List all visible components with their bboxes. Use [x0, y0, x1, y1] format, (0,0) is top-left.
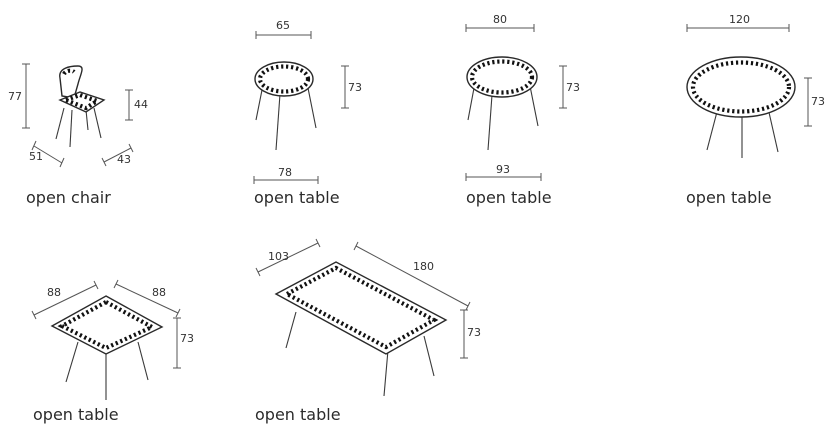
table5-width-dimension: 103 [255, 238, 321, 277]
product-label-open-table-1: open table [254, 188, 340, 207]
dim-table3-height: 73 [811, 95, 825, 108]
dim-table1-width: 65 [276, 19, 290, 32]
chair-height-dimension: 77 [8, 63, 30, 129]
table3-width-dimension: 120 [686, 13, 790, 32]
table-leg [65, 341, 79, 383]
dim-table5-width: 103 [268, 250, 289, 263]
dim-chair-height: 77 [8, 90, 22, 103]
product-label-open-chair: open chair [26, 188, 111, 207]
table2-width-dimension: 80 [465, 13, 535, 32]
table-top [274, 261, 448, 355]
chair-seat-height-dimension: 44 [125, 89, 148, 121]
chair-depth-dimension: 43 [101, 143, 134, 167]
table2-base-dimension: 93 [465, 163, 542, 181]
dim-chair-seat-height: 44 [134, 98, 148, 111]
table4-height-dimension: 73 [173, 317, 194, 369]
table3-height-dimension: 73 [804, 77, 825, 127]
table-leg [706, 107, 719, 151]
table-top [686, 56, 796, 118]
table-leg [383, 349, 389, 397]
table-leg [285, 311, 297, 349]
table-leg [255, 89, 263, 121]
table-leg [767, 107, 779, 153]
dim-table1-height: 73 [348, 81, 362, 94]
chair-backrest-pattern [62, 68, 76, 76]
table-top [466, 56, 538, 98]
round-table-medium-drawing [466, 56, 539, 151]
table-top-pattern [282, 265, 439, 350]
square-table-drawing [50, 295, 164, 400]
table4-width-dimension: 88 [31, 280, 99, 320]
table-top-pattern [257, 64, 311, 94]
table-leg [487, 94, 493, 151]
dim-table2-base: 93 [496, 163, 510, 176]
table1-height-dimension: 73 [341, 65, 362, 109]
dim-table2-width: 80 [493, 13, 507, 26]
round-table-small-drawing [254, 61, 317, 151]
chair-leg [69, 109, 73, 148]
round-table-large-drawing [686, 56, 796, 158]
dim-table2-height: 73 [566, 81, 580, 94]
dim-table4-depth: 88 [152, 286, 166, 299]
table-top-pattern [690, 60, 792, 114]
dim-table1-base: 78 [278, 166, 292, 179]
table-leg [307, 87, 317, 129]
product-label-open-table-4: open table [33, 405, 119, 424]
dim-table5-height: 73 [467, 326, 481, 339]
open-chair-drawing [55, 65, 106, 148]
dim-chair-depth: 43 [117, 153, 131, 166]
table-top-pattern [469, 59, 535, 95]
table2-height-dimension: 73 [559, 65, 580, 109]
table-leg [467, 87, 475, 121]
table-leg [137, 341, 149, 381]
chair-leg [93, 107, 102, 139]
dim-table4-height: 73 [180, 332, 194, 345]
table1-width-dimension: 65 [255, 19, 312, 39]
table-leg [423, 335, 435, 377]
product-label-open-table-3: open table [686, 188, 772, 207]
dim-table4-width: 88 [47, 286, 61, 299]
chair-width-dimension: 51 [29, 140, 65, 168]
table-top [254, 61, 314, 97]
table-top [50, 295, 164, 355]
dim-chair-width: 51 [29, 150, 43, 163]
table-leg [529, 85, 539, 127]
product-label-open-table-2: open table [466, 188, 552, 207]
table5-length-dimension: 180 [353, 241, 471, 311]
chair-leg [55, 107, 65, 140]
product-label-open-table-5: open table [255, 405, 341, 424]
table1-base-dimension: 78 [253, 166, 319, 184]
dim-table3-width: 120 [729, 13, 750, 26]
table5-height-dimension: 73 [460, 309, 481, 359]
table4-depth-dimension: 88 [113, 279, 181, 318]
dim-table5-length: 180 [413, 260, 434, 273]
chair-leg [85, 109, 89, 131]
rectangular-table-drawing [274, 261, 448, 397]
table-leg [275, 93, 281, 151]
